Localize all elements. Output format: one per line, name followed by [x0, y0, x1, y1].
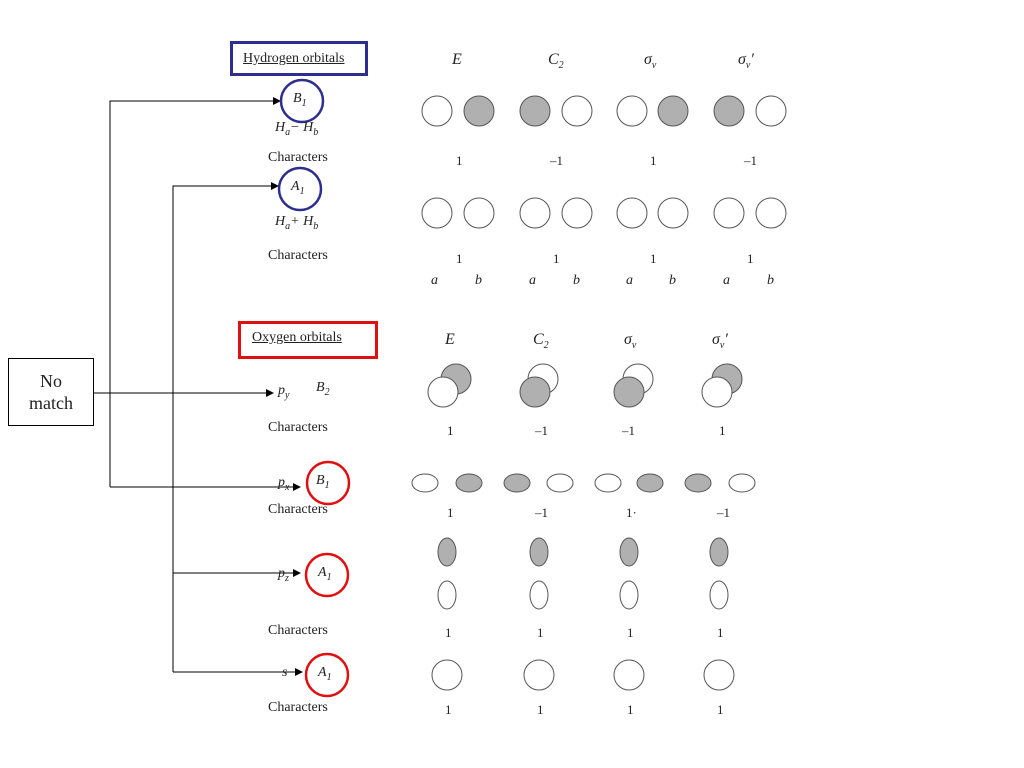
- o-header-c2: C2: [533, 331, 549, 352]
- o-s-characters-label: Characters: [268, 700, 328, 715]
- o-pz-orbitals: [437, 537, 729, 610]
- h-a1-characters-label: Characters: [268, 248, 328, 263]
- h-a1-formula: Ha+ Hb: [275, 214, 319, 232]
- h-a1-label: A1: [291, 179, 305, 197]
- ab-label: b: [767, 273, 774, 288]
- o-px-label: B1: [316, 473, 330, 491]
- oxygen-title: Oxygen orbitals: [252, 330, 342, 345]
- o-px-orbital: px: [278, 475, 290, 493]
- h-a1-orbitals: [421, 197, 787, 229]
- connector-b1: [109, 97, 281, 487]
- h-b1-char-c2: –1: [550, 153, 563, 168]
- no-match-line1: No: [40, 371, 62, 391]
- o-px-char-e: 1: [447, 505, 454, 520]
- o-py-char-c2: –1: [535, 423, 548, 438]
- no-match-line2: match: [29, 393, 73, 413]
- o-px-char-c2: –1: [535, 505, 548, 520]
- ab-label: b: [475, 273, 482, 288]
- o-py-char-sv: –1: [622, 423, 635, 438]
- o-py-characters-label: Characters: [268, 420, 328, 435]
- o-pz-char-e: 1: [445, 625, 452, 640]
- h-b1-char-sv: 1: [650, 153, 657, 168]
- hydrogen-title-box: [230, 41, 368, 76]
- o-py-char-svp: 1: [719, 423, 726, 438]
- o-px-char-sv: 1·: [626, 505, 637, 520]
- o-s-char-svp: 1: [717, 702, 724, 717]
- hydrogen-title: Hydrogen orbitals: [243, 51, 345, 66]
- o-px-char-svp: –1: [717, 505, 730, 520]
- o-px-orbitals: [411, 473, 756, 493]
- o-header-sigma-v-prime: σv′: [712, 331, 728, 352]
- o-header-e: E: [445, 331, 455, 348]
- o-pz-char-sv: 1: [627, 625, 634, 640]
- h-header-c2: C2: [548, 51, 564, 72]
- ab-label: a: [626, 273, 633, 288]
- o-pz-characters-label: Characters: [268, 623, 328, 638]
- h-a1-char-sv: 1: [650, 251, 657, 266]
- o-py-char-e: 1: [447, 423, 454, 438]
- a1-h-circle: [277, 166, 323, 212]
- ab-label: a: [723, 273, 730, 288]
- h-header-sigma-v-prime: σv′: [738, 51, 754, 72]
- a1-pz-circle: [304, 552, 350, 598]
- o-header-sigma-v: σv: [624, 331, 637, 352]
- o-pz-char-c2: 1: [537, 625, 544, 640]
- oxygen-title-box: [238, 321, 378, 359]
- h-b1-label: B1: [293, 91, 307, 109]
- h-b1-char-svp: –1: [744, 153, 757, 168]
- ab-label: a: [431, 273, 438, 288]
- o-s-char-sv: 1: [627, 702, 634, 717]
- h-a1-char-svp: 1: [747, 251, 754, 266]
- h-header-sigma-v: σv: [644, 51, 657, 72]
- b1-px-circle: [305, 460, 351, 506]
- o-pz-char-svp: 1: [717, 625, 724, 640]
- o-px-characters-label: Characters: [268, 502, 328, 517]
- ab-label: b: [573, 273, 580, 288]
- h-header-e: E: [452, 51, 462, 68]
- o-pz-label: A1: [318, 565, 332, 583]
- a1-s-circle: [304, 652, 350, 698]
- h-b1-orbitals: [421, 95, 787, 127]
- o-py-label: B2: [316, 380, 330, 398]
- h-a1-char-e: 1: [456, 251, 463, 266]
- h-b1-formula: Ha− Hb: [275, 120, 319, 138]
- ab-label: a: [529, 273, 536, 288]
- h-b1-characters-label: Characters: [268, 150, 328, 165]
- o-s-orbital: s: [282, 665, 288, 680]
- connector-a1: [172, 182, 279, 672]
- h-a1-char-c2: 1: [553, 251, 560, 266]
- o-s-orbitals: [431, 659, 735, 691]
- o-pz-orbital: pz: [278, 566, 289, 584]
- connectors: [94, 97, 303, 676]
- b1-h-circle: [279, 78, 325, 124]
- ab-label: b: [669, 273, 676, 288]
- no-match-box: No match: [8, 358, 94, 426]
- o-s-char-c2: 1: [537, 702, 544, 717]
- o-py-orbital: py: [278, 383, 290, 401]
- o-s-label: A1: [318, 665, 332, 683]
- h-b1-char-e: 1: [456, 153, 463, 168]
- o-s-char-e: 1: [445, 702, 452, 717]
- o-py-orbitals: [427, 363, 743, 408]
